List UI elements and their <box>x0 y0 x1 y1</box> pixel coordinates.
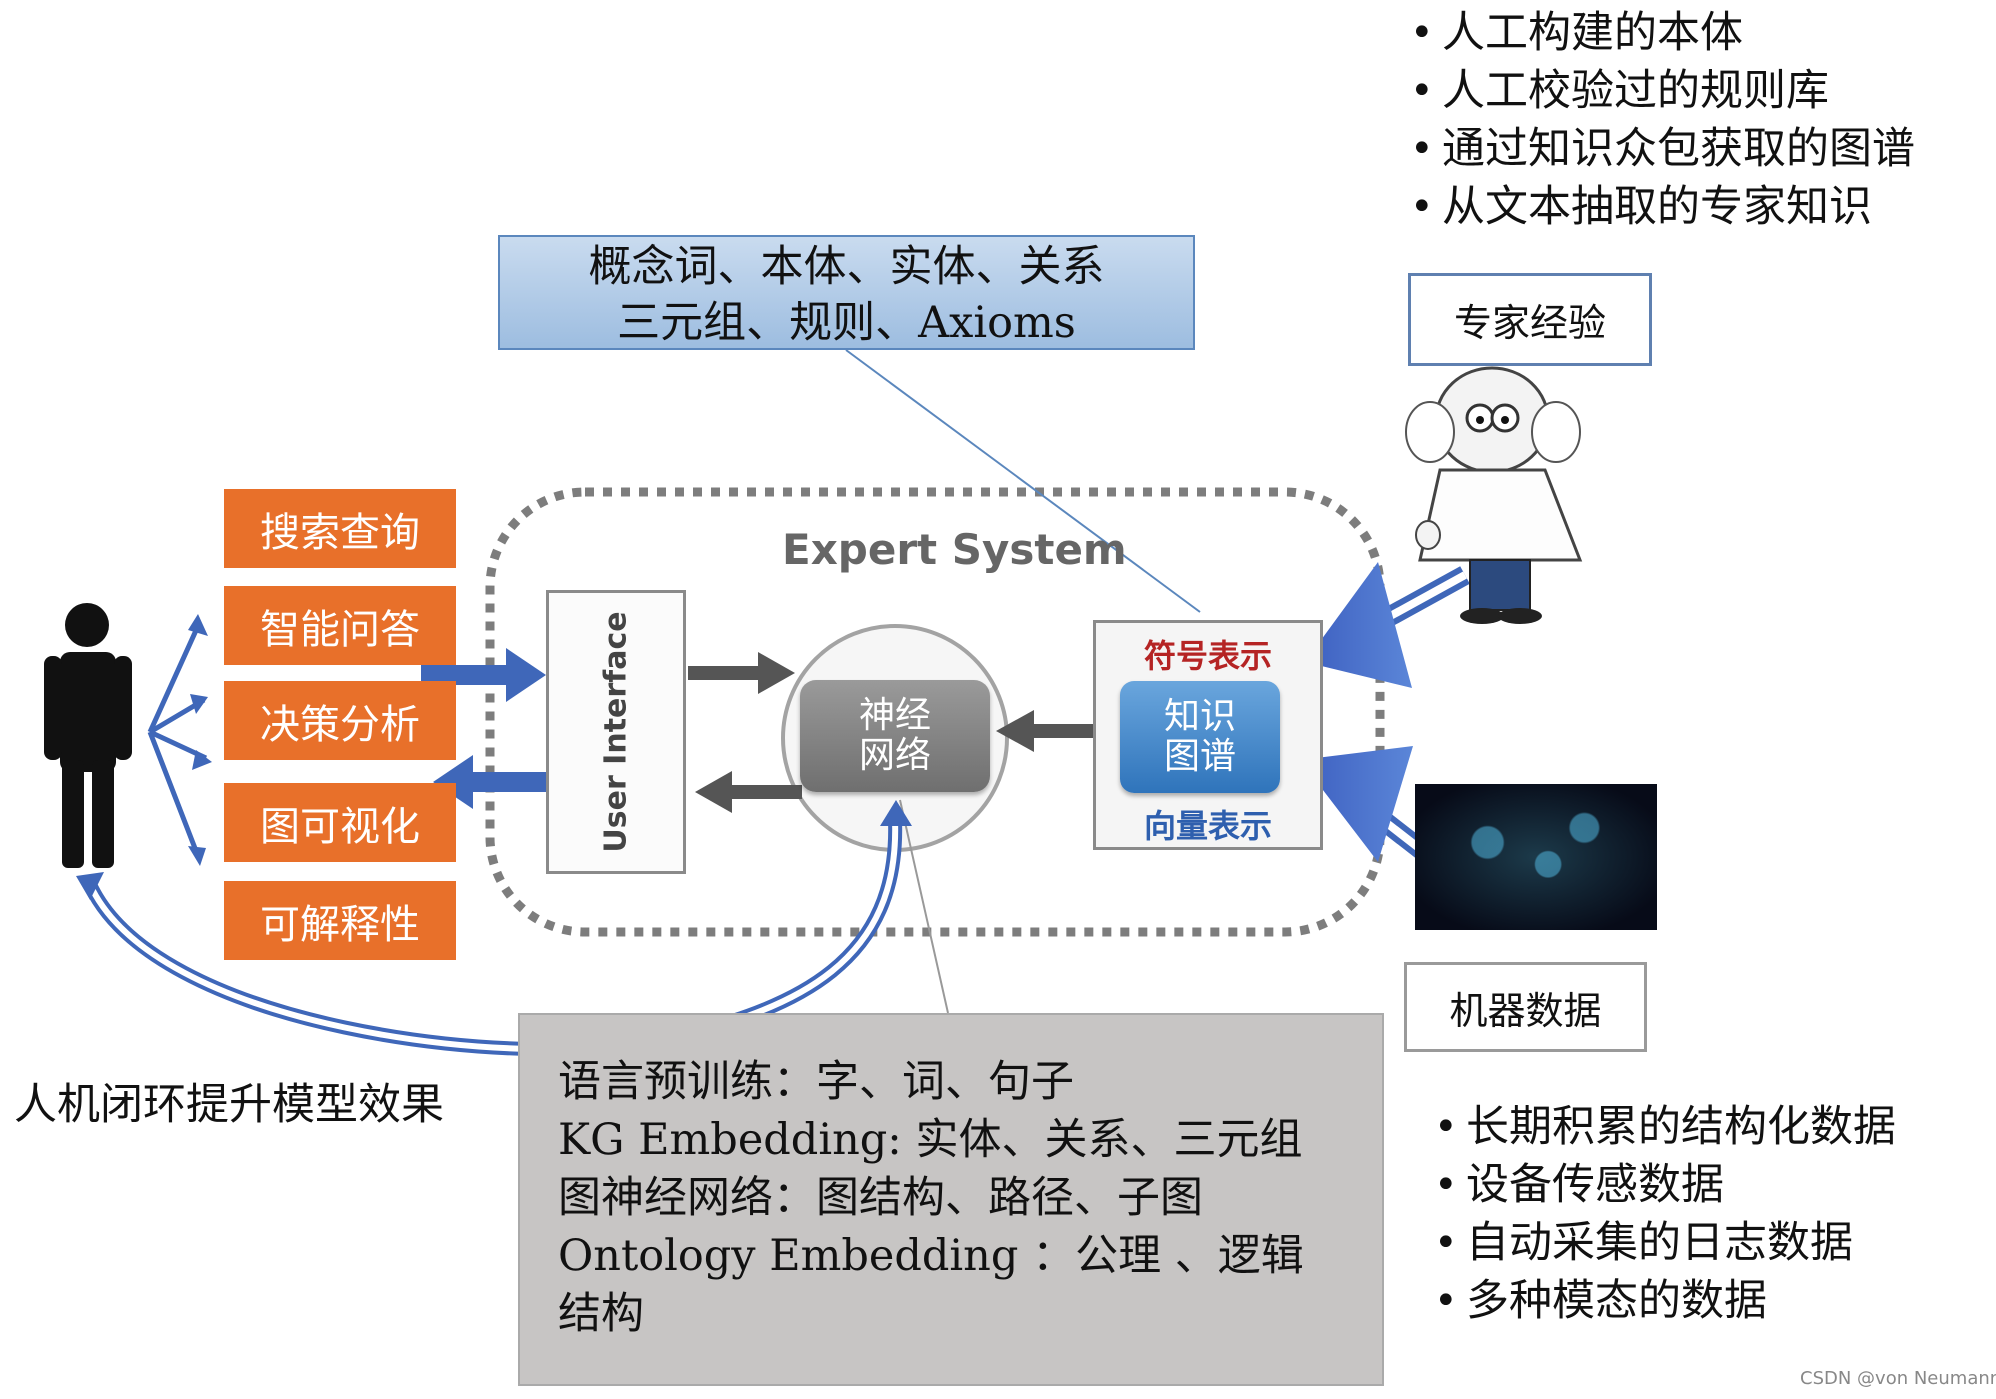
expert-experience-box: 专家经验 <box>1408 273 1652 366</box>
source-item: 人工校验过的规则库 <box>1408 62 1915 120</box>
source-item: 从文本抽取的专家知识 <box>1408 178 1915 236</box>
person-fan-arrows <box>147 614 212 866</box>
expert-system-title: Expert System <box>782 525 1127 574</box>
knowledge-graph-line-2: 图谱 <box>1163 736 1236 777</box>
neural-network-line-1: 神经 <box>858 695 931 736</box>
user-figure <box>44 603 132 868</box>
machine-source-item: 设备传感数据 <box>1432 1156 1896 1214</box>
expert-knowledge-sources: 人工构建的本体 人工校验过的规则库 通过知识众包获取的图谱 从文本抽取的专家知识 <box>1408 4 1915 236</box>
embedding-methods-box: 语言预训练：字、词、句子 KG Embedding: 实体、关系、三元组 图神经… <box>518 1013 1384 1386</box>
ui-to-apps-arrow <box>433 755 546 809</box>
user-interface-box: User Interface <box>546 590 686 874</box>
concept-box: 概念词、本体、实体、关系 三元组、规则、Axioms <box>498 235 1195 350</box>
embedding-line: 结构 <box>558 1289 644 1339</box>
closed-loop-arrowhead-left <box>76 872 104 900</box>
machine-source-item: 自动采集的日志数据 <box>1432 1214 1896 1272</box>
expert-system-boundary <box>485 487 1385 937</box>
machine-data-image <box>1415 784 1657 930</box>
app-explainability[interactable]: 可解释性 <box>224 881 456 960</box>
concept-line-2: 三元组、规则、Axioms <box>617 298 1076 348</box>
neural-network-node: 神经 网络 <box>800 680 990 792</box>
embedding-line: Ontology Embedding ：公理 、逻辑 <box>558 1231 1304 1281</box>
machine-data-sources: 长期积累的结构化数据 设备传感数据 自动采集的日志数据 多种模态的数据 <box>1432 1098 1896 1330</box>
expert-input-arrow <box>1305 562 1470 688</box>
source-item: 通过知识众包获取的图谱 <box>1408 120 1915 178</box>
source-item: 人工构建的本体 <box>1408 4 1915 62</box>
concept-line-1: 概念词、本体、实体、关系 <box>588 242 1105 292</box>
nn-to-ui-arrow <box>695 771 802 813</box>
embedding-connector-line <box>899 799 949 1014</box>
concept-connector-line <box>845 349 1201 613</box>
machine-data-box: 机器数据 <box>1404 962 1647 1052</box>
watermark: CSDN @von Neumann <box>1800 1368 1996 1389</box>
user-interface-label: User Interface <box>598 611 634 853</box>
embedding-line: KG Embedding: 实体、关系、三元组 <box>558 1115 1303 1165</box>
embedding-line: 语言预训练：字、词、句子 <box>558 1057 1074 1107</box>
closed-loop-arrowhead-right <box>880 800 912 826</box>
app-graph-visualization[interactable]: 图可视化 <box>224 783 456 862</box>
machine-source-item: 多种模态的数据 <box>1432 1272 1896 1330</box>
expert-figure <box>1405 366 1583 624</box>
knowledge-graph-node: 知识 图谱 <box>1120 681 1280 793</box>
knowledge-representation-box: 符号表示 知识 图谱 向量表示 <box>1093 620 1323 850</box>
vector-representation-label: 向量表示 <box>1143 807 1272 845</box>
neural-network-line-2: 网络 <box>858 735 931 776</box>
app-qa[interactable]: 智能问答 <box>224 586 456 665</box>
machine-source-item: 长期积累的结构化数据 <box>1432 1098 1896 1156</box>
knowledge-graph-line-1: 知识 <box>1163 696 1236 737</box>
app-decision-analysis[interactable]: 决策分析 <box>224 681 456 760</box>
closed-loop-label: 人机闭环提升模型效果 <box>14 1080 444 1130</box>
apps-to-ui-arrow <box>421 648 546 702</box>
kg-to-nn-arrow <box>996 710 1093 752</box>
app-search-query[interactable]: 搜索查询 <box>224 489 456 568</box>
embedding-line: 图神经网络：图结构、路径、子图 <box>558 1173 1203 1223</box>
symbolic-representation-label: 符号表示 <box>1143 637 1272 675</box>
ui-to-nn-arrow <box>688 652 795 694</box>
